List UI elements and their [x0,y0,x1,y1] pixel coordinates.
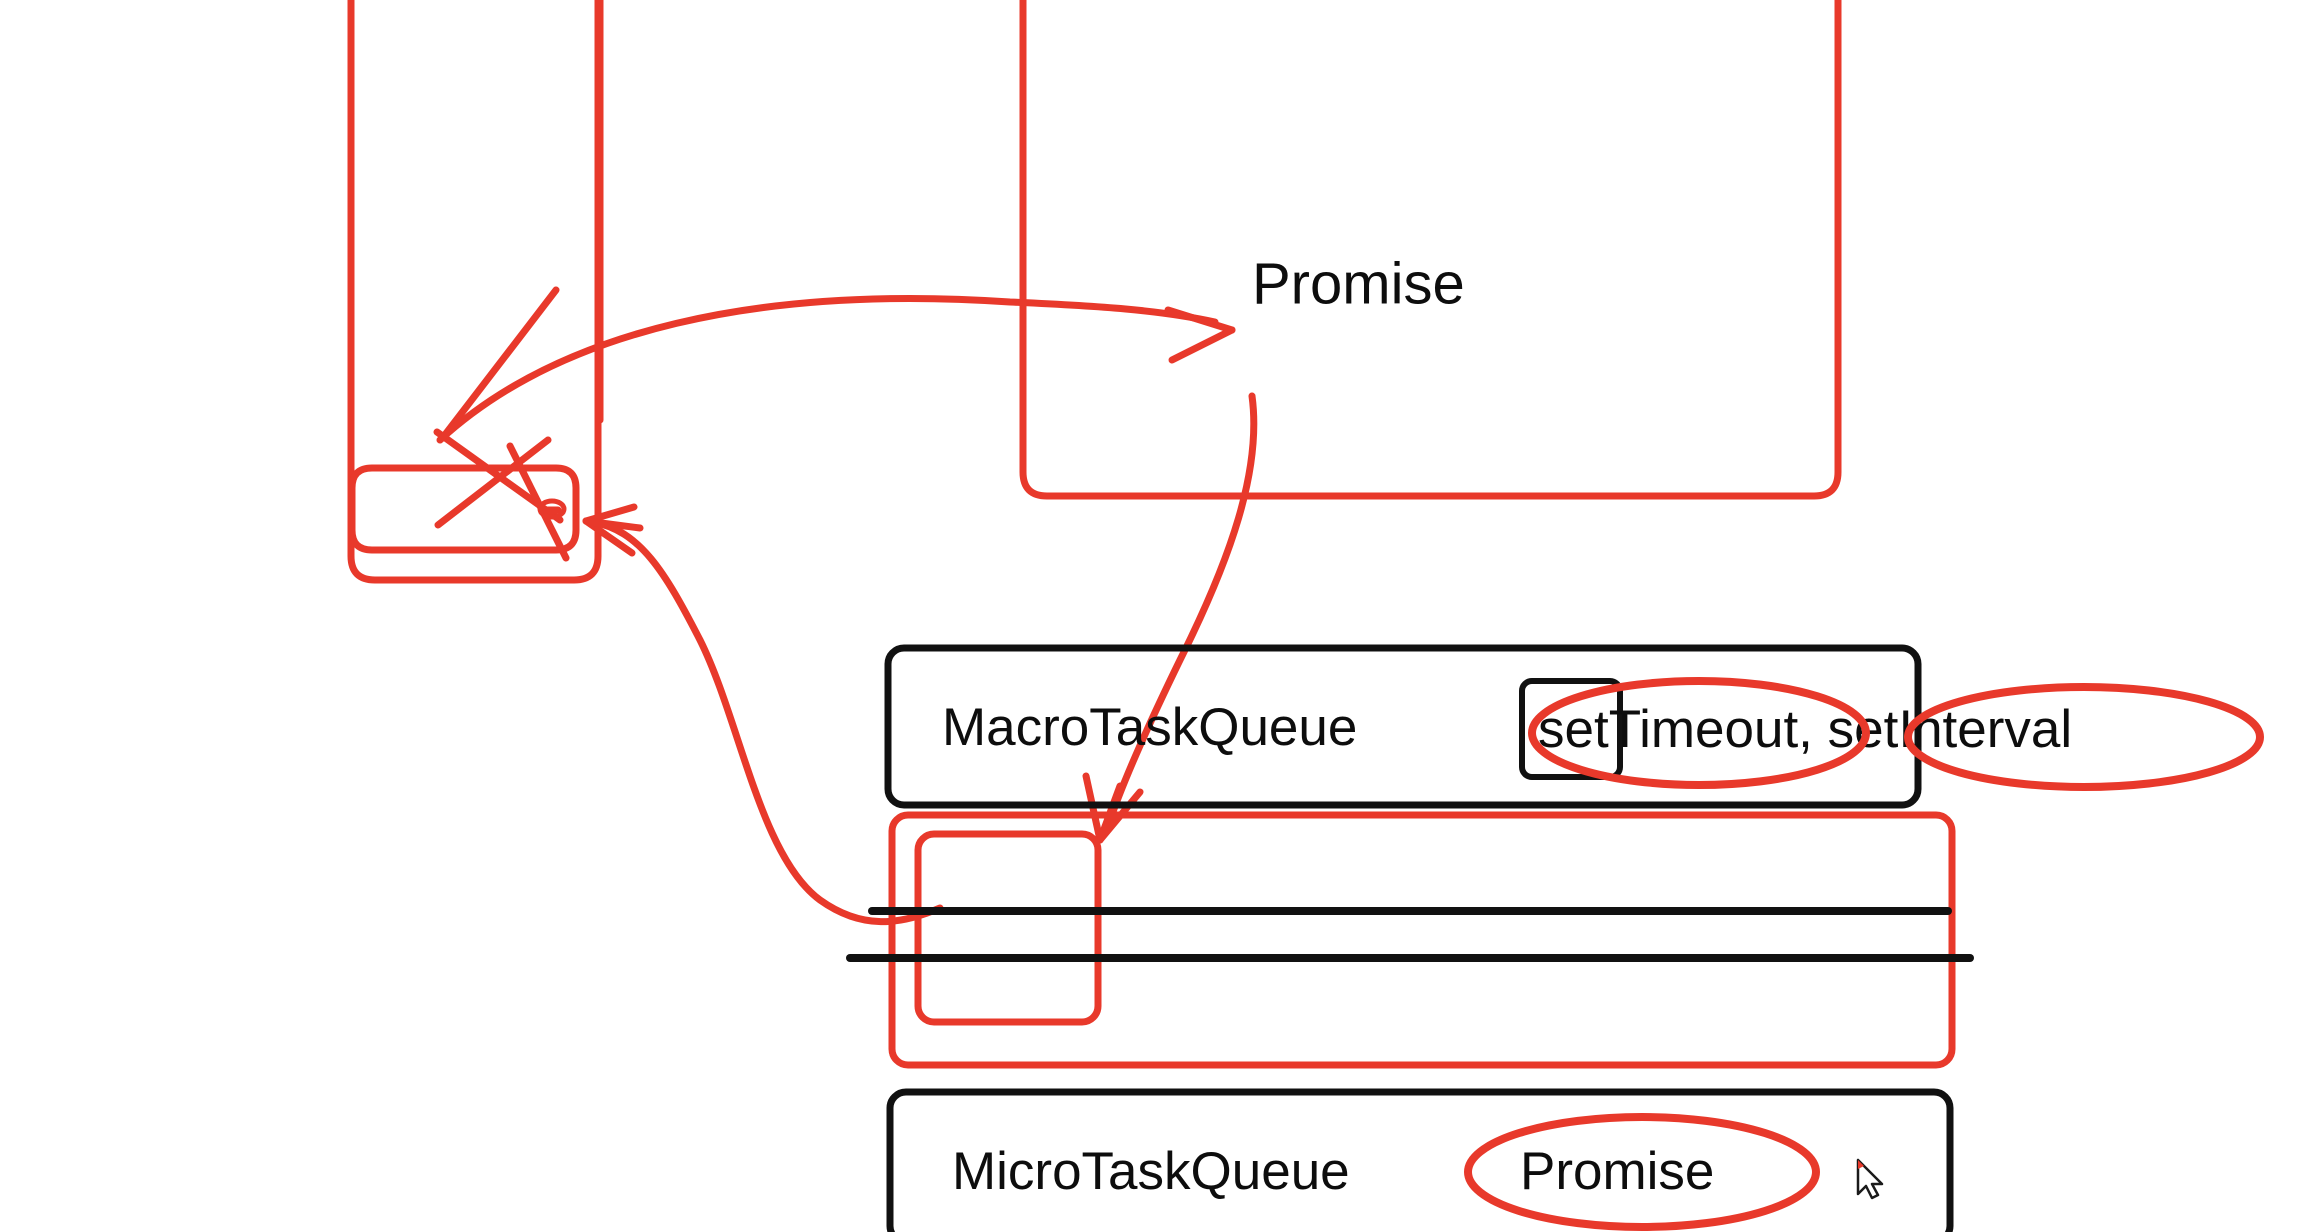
connector-stack-to-promise [436,295,1219,444]
promise-top-label: Promise [1252,251,1465,316]
cross-stroke-a [440,286,560,440]
arrowhead-to-promise [1164,306,1236,364]
set-interval-circle-annotation [1904,683,2264,791]
promise-region-box [1019,0,1842,500]
macro-task-queue-box[interactable] [884,644,1922,809]
pending-queue-outer-box [888,811,1956,1069]
pending-queue-inner-box [914,830,1102,1026]
promise-arrowhead-lower [1168,326,1236,364]
arrowhead-lower-barb [582,517,636,557]
micro-task-queue-box[interactable] [886,1088,1954,1232]
macro-task-queue-label: MacroTaskQueue [942,698,1357,757]
set-timeout-circle-annotation [1528,677,1870,789]
cross-stroke-c [434,436,552,529]
micro-task-queue-label: MicroTaskQueue [952,1142,1350,1201]
crossed-box-outline [348,464,580,554]
mouse-pointer-icon [1856,1158,1884,1200]
promise-arrowhead-upper [1164,306,1236,334]
connector-promise-to-queue [1104,392,1258,830]
promise-circle-annotation [1464,1113,1820,1231]
macro-task-apis-label: setTimeout, setInterval [1538,700,2072,759]
cross-stroke-d [506,442,570,562]
small-dot-outline [537,498,567,520]
micro-task-api-label: Promise [1520,1142,1714,1201]
connector-queue-to-stack [588,518,944,926]
crossed-out-stack-frame [348,286,580,562]
left-outer-box-outline [347,0,602,584]
set-timeout-highlight-box [1519,678,1623,780]
